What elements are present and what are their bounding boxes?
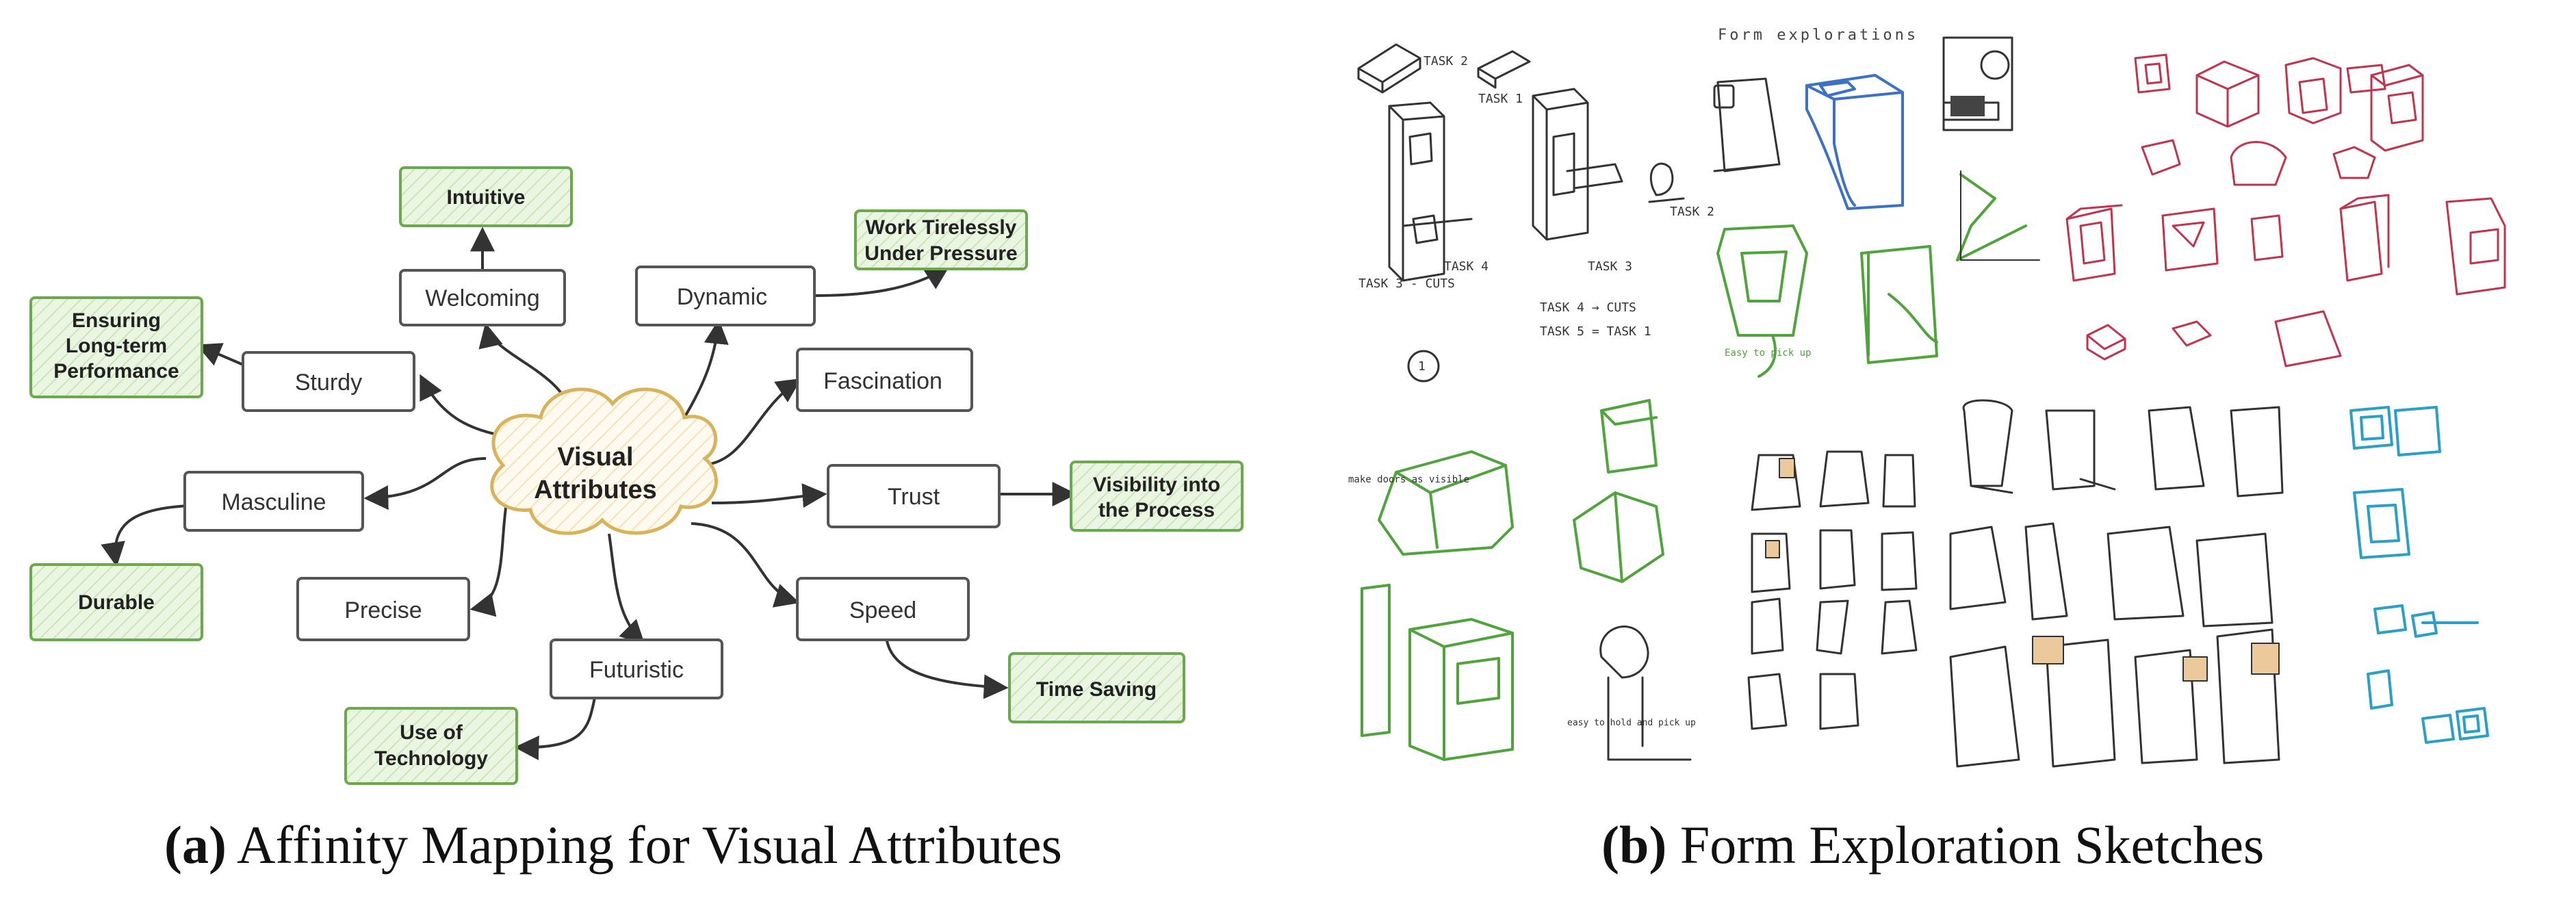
connector-speed	[691, 522, 800, 608]
connector-trust	[711, 483, 827, 508]
label-masculine: Masculine	[221, 489, 326, 515]
outcome-intuitive: Intuitive	[399, 166, 573, 227]
label-welcoming: Welcoming	[425, 285, 540, 311]
attribute-boxes: Welcoming Dynamic Sturdy Fascination Mas…	[183, 266, 1001, 699]
sketch-cyan	[2349, 406, 2489, 744]
center-cloud: Visual Attributes	[490, 387, 718, 535]
label-visibility-line-1: Visibility into	[1093, 474, 1220, 496]
form-sketches: TASK 2 TASK 1 TASK 4 TASK 3 TASK 2 TASK …	[1348, 27, 2506, 768]
label-dynamic: Dynamic	[677, 284, 767, 310]
outcome-visibility: Visibility into the Process	[1070, 461, 1244, 532]
connector-durable	[101, 504, 206, 567]
sketch-tasks	[1357, 43, 1685, 282]
sketch-blue-form	[1805, 74, 1904, 210]
label-fascination: Fascination	[823, 368, 942, 394]
box-dynamic: Dynamic	[635, 266, 816, 326]
anno-task3: TASK 3	[1588, 259, 1632, 274]
label-trust: Trust	[888, 484, 940, 510]
label-technology-line-2: Technology	[374, 747, 488, 770]
box-sturdy: Sturdy	[242, 351, 415, 412]
label-intuitive: Intuitive	[446, 186, 525, 209]
affinity-map: Visual Attributes Welcoming Dynamic Stur…	[29, 166, 1244, 785]
connector-fascination	[697, 378, 802, 467]
caption-a-prefix: (a)	[164, 815, 227, 875]
anno-task4: TASK 4	[1444, 259, 1489, 274]
label-precise: Precise	[344, 597, 422, 623]
anno-task2: TASK 2	[1424, 54, 1468, 68]
connector-precise	[469, 502, 508, 617]
outcome-time-saving: Time Saving	[1008, 652, 1185, 723]
box-trust: Trust	[827, 464, 1001, 528]
caption-a-text: Affinity Mapping for Visual Attributes	[237, 815, 1062, 875]
connectors	[101, 227, 1077, 760]
connector-masculine	[363, 457, 487, 511]
anno-easy-hold: easy to hold and pick up	[1567, 718, 1696, 728]
caption-b-text: Form Exploration Sketches	[1679, 815, 2265, 875]
label-time-saving: Time Saving	[1036, 678, 1157, 701]
label-speed: Speed	[849, 597, 916, 623]
green-bottom-annotation: make doors as visible	[1348, 474, 1469, 485]
sketch-accent-blocks	[1765, 458, 2280, 682]
label-work-line-2: Under Pressure	[864, 242, 1017, 265]
box-welcoming: Welcoming	[399, 269, 566, 326]
sketch-green-top	[1716, 173, 2027, 378]
box-precise: Precise	[296, 577, 470, 641]
sketch-black-lines	[1960, 170, 2040, 261]
outcome-work-tirelessly: Work Tirelessly Under Pressure	[854, 209, 1028, 270]
black-annotation: easy to hold and pick up	[1567, 718, 1696, 728]
sketch-red	[2065, 53, 2506, 367]
caption-b-prefix: (b)	[1601, 815, 1667, 875]
task-annotations: TASK 2 TASK 1 TASK 4 TASK 3 TASK 2 TASK …	[1358, 54, 1714, 374]
outcome-boxes: Intuitive Work Tirelessly Under Pressure…	[29, 166, 1244, 785]
connector-technology	[514, 694, 597, 760]
connector-timesaving	[885, 636, 1009, 699]
label-ensuring-line-1: Ensuring	[72, 309, 161, 332]
caption-a: (a) Affinity Mapping for Visual Attribut…	[164, 814, 1062, 876]
label-durable: Durable	[78, 591, 155, 614]
label-ensuring-line-2: Long-term	[66, 335, 167, 357]
connector-dynamic	[683, 319, 729, 419]
label-ensuring-line-3: Performance	[53, 360, 179, 383]
label-technology-line-1: Use of	[400, 721, 463, 744]
anno-task1: TASK 1	[1478, 92, 1523, 106]
sketch-green-bottom	[1361, 399, 1664, 761]
form-explorations-header: Form explorations	[1718, 27, 1918, 44]
anno-task4-cuts: TASK 4 → CUTS	[1540, 300, 1636, 315]
connector-futuristic	[608, 533, 645, 645]
box-futuristic: Futuristic	[550, 638, 723, 699]
anno-task3-cuts: TASK 3 - CUTS	[1358, 276, 1455, 291]
outcome-ensuring: Ensuring Long-term Performance	[29, 296, 203, 398]
circled-number	[1407, 350, 1440, 383]
anno-easy-pickup: Easy to pick up	[1725, 348, 1811, 359]
center-label-line-1: Visual	[557, 443, 633, 472]
box-fascination: Fascination	[796, 348, 973, 412]
sketch-black-grid	[1599, 399, 2284, 768]
connector-ensuring	[196, 343, 247, 367]
label-futuristic: Futuristic	[589, 657, 684, 683]
anno-make-doors: make doors as visible	[1348, 474, 1469, 485]
connector-work	[814, 266, 951, 297]
label-visibility-line-2: the Process	[1098, 499, 1215, 521]
anno-circle-num: 1	[1418, 359, 1426, 374]
anno-task2-second: TASK 2	[1670, 205, 1714, 219]
anno-task5: TASK 5 = TASK 1	[1540, 324, 1651, 339]
center-label-line-2: Attributes	[534, 476, 656, 504]
box-speed: Speed	[796, 577, 970, 641]
label-work-line-1: Work Tirelessly	[866, 216, 1017, 239]
label-sturdy: Sturdy	[295, 370, 362, 396]
cloud-shape	[490, 387, 718, 535]
sketch-black-box	[1713, 77, 1781, 172]
box-masculine: Masculine	[183, 471, 364, 532]
green-annotation: Easy to pick up	[1725, 348, 1811, 359]
sketch-black-dispenser	[1942, 36, 2013, 131]
outcome-durable: Durable	[29, 563, 203, 641]
outcome-technology: Use of Technology	[344, 707, 518, 785]
caption-b: (b) Form Exploration Sketches	[1601, 814, 2264, 876]
